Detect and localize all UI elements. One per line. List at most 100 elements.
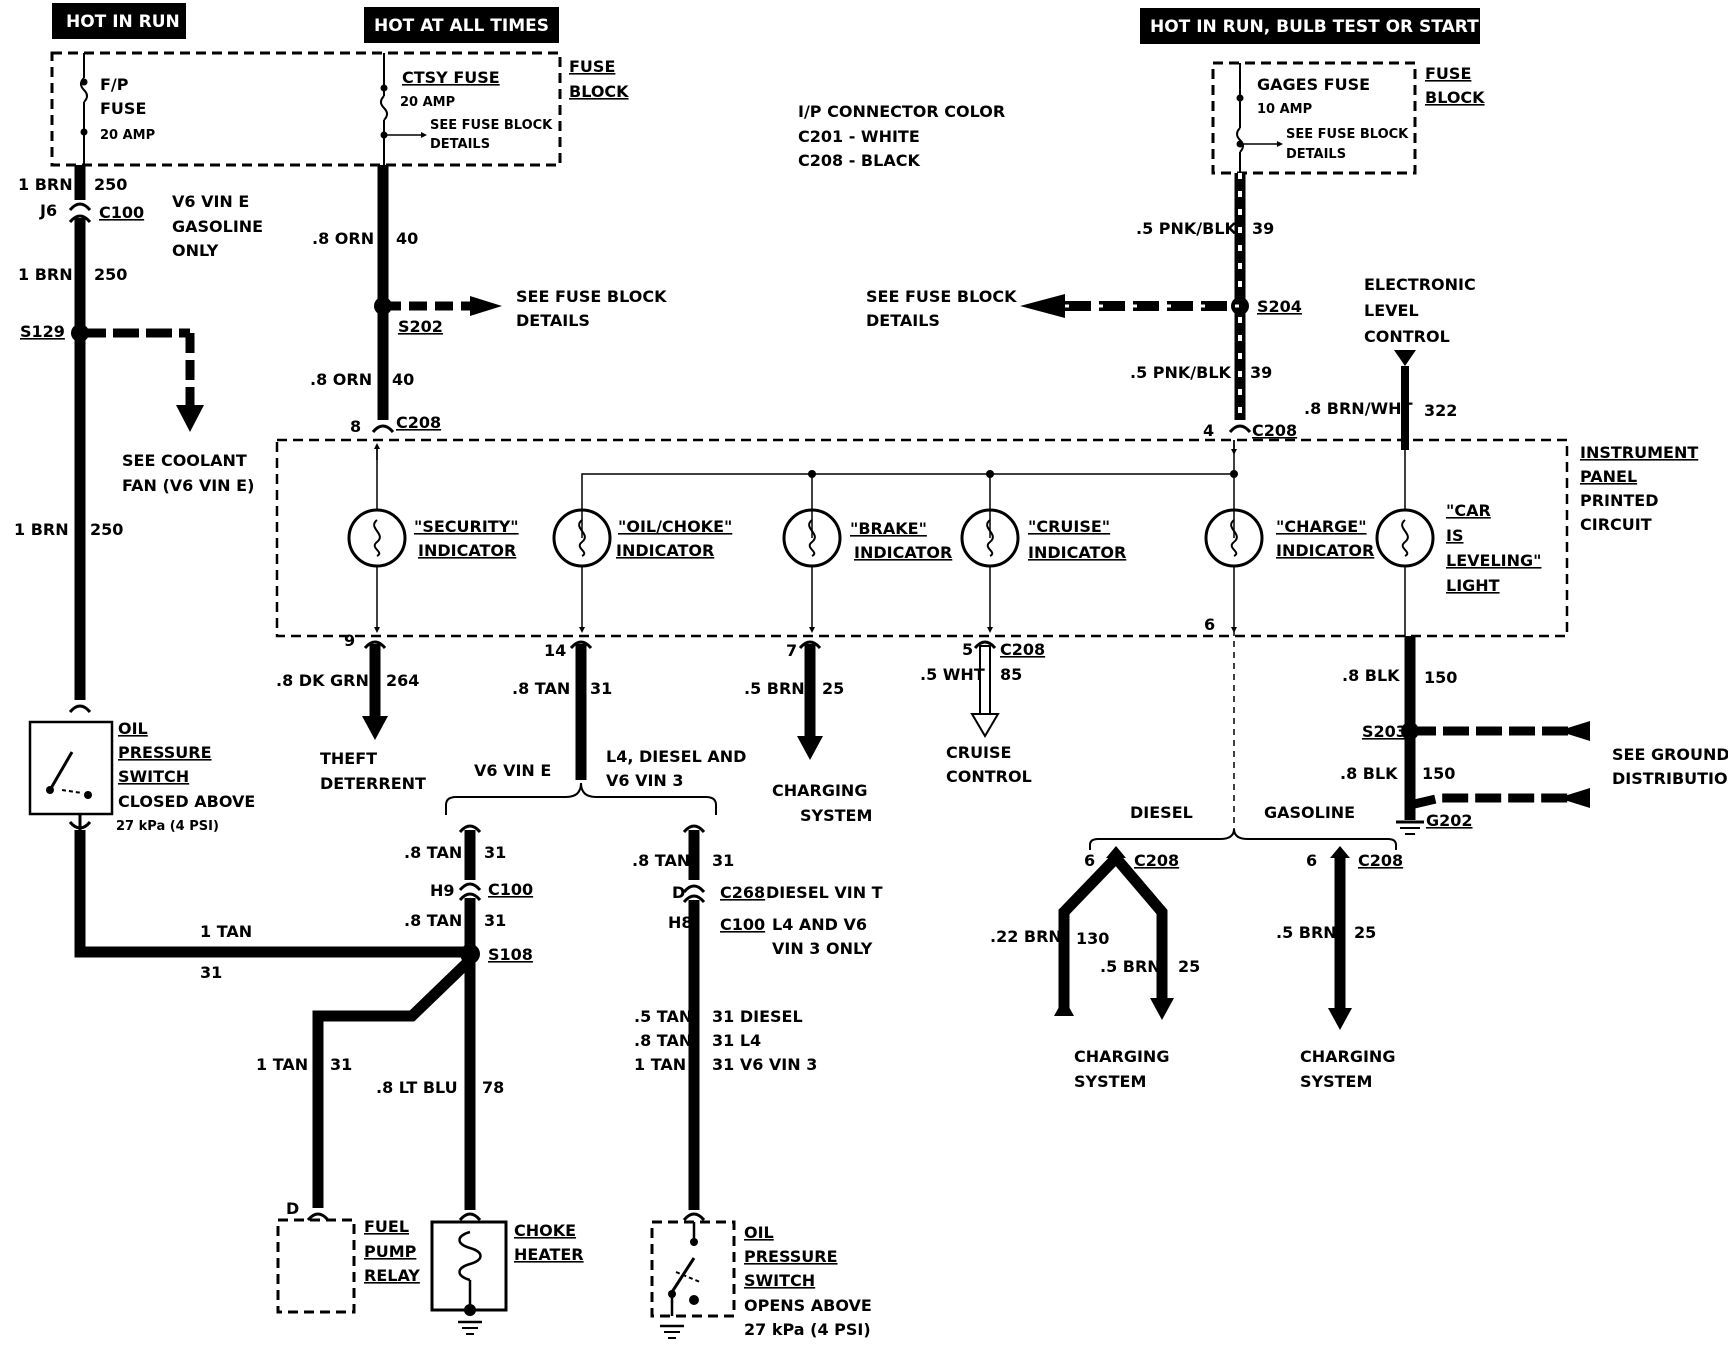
wire-charge-dashed xyxy=(1089,630,1397,850)
security-indicator-label: "SECURITY" xyxy=(414,517,519,536)
pin-label: 5 xyxy=(962,640,973,659)
note-charging: SYSTEM xyxy=(1074,1072,1146,1091)
note-charging: CHARGING xyxy=(1074,1047,1169,1066)
oil-switch-label: OIL xyxy=(118,719,148,738)
splice-label: S129 xyxy=(20,322,65,341)
choke-heater xyxy=(430,1220,508,1316)
note-diesel: DIESEL xyxy=(1130,803,1193,822)
fuel-pump-relay xyxy=(276,1218,356,1314)
pin-label: 6 xyxy=(1204,615,1215,634)
oil-switch-label: PRESSURE xyxy=(118,743,212,762)
oil-switch-label: PRESSURE xyxy=(744,1247,838,1266)
wire-number: 31 xyxy=(200,963,222,982)
splice-label: S202 xyxy=(398,317,443,336)
gages-fuse-amp: 10 AMP xyxy=(1257,102,1312,117)
wire-label: .8 ORN xyxy=(312,229,374,248)
wire-dk-grn-264 xyxy=(362,640,388,740)
wire-number: 40 xyxy=(392,370,414,389)
note-charging: SYSTEM xyxy=(800,806,872,825)
wire-brn-250 xyxy=(68,165,204,714)
note-theft: DETERRENT xyxy=(320,774,426,793)
note-theft: THEFT xyxy=(320,749,377,768)
choke-heater-label: CHOKE xyxy=(514,1221,576,1240)
see-fuse-details: SEE FUSE BLOCK xyxy=(430,118,553,133)
fuse-block-right: FUSE BLOCK GAGES FUSE 10 AMP SEE FUSE BL… xyxy=(1211,61,1485,175)
cruise-indicator-label: "CRUISE" xyxy=(1028,517,1110,536)
oil-choke-indicator-label: INDICATOR xyxy=(616,541,714,560)
connector-label: C100 xyxy=(99,203,144,222)
fuse-block-label: FUSE xyxy=(569,57,615,76)
wire-number: 250 xyxy=(94,175,127,194)
wire-label: .5 PNK/BLK xyxy=(1130,363,1232,382)
see-fuse-details: DETAILS xyxy=(430,137,490,152)
wire-pnk-blk-39 xyxy=(1020,173,1252,434)
wire-label: .5 WHT xyxy=(920,665,985,684)
splice-label: S108 xyxy=(488,945,533,964)
cruise-indicator-label: INDICATOR xyxy=(1028,543,1126,562)
oil-switch-label: CLOSED ABOVE xyxy=(118,792,255,811)
fuse-block-label: BLOCK xyxy=(1425,88,1485,107)
note-v6: GASOLINE xyxy=(172,217,263,236)
note-gasoline: GASOLINE xyxy=(1264,803,1355,822)
wire-label: .8 TAN xyxy=(634,1031,692,1050)
wire-label: .8 BLK xyxy=(1342,666,1400,685)
ground-icon xyxy=(1396,820,1424,835)
car-leveling-label: LEVELING" xyxy=(1446,551,1541,570)
ipc-label: PRINTED xyxy=(1580,491,1659,510)
car-leveling-label: IS xyxy=(1446,526,1463,545)
gages-fuse xyxy=(1236,63,1283,173)
pin-label: 6 xyxy=(1306,851,1317,870)
wire-number: 150 xyxy=(1424,668,1457,687)
wire-label: .8 BLK xyxy=(1340,764,1398,783)
instrument-panel-printed-circuit xyxy=(275,438,1569,638)
ipc-label: CIRCUIT xyxy=(1580,515,1652,534)
pin-label: H8 xyxy=(668,913,693,932)
pin-label: J6 xyxy=(39,201,57,220)
fuse-block-left: FUSE BLOCK F/P FUSE 20 AMP CTSY FUSE 20 … xyxy=(50,51,629,167)
banner-hot-at-all-times: HOT AT ALL TIMES xyxy=(364,7,559,43)
wire-label: .8 TAN xyxy=(512,679,570,698)
wire-brn-wht-322 xyxy=(1394,350,1416,450)
note-elc: CONTROL xyxy=(1364,327,1450,346)
note-l4d: V6 VIN 3 xyxy=(606,771,684,790)
see-fuse-details: DETAILS xyxy=(1286,147,1346,162)
charge-indicator-bulb-icon xyxy=(1204,508,1264,633)
note-ground: SEE GROUND xyxy=(1612,745,1728,764)
connector-label: C208 xyxy=(1252,421,1297,440)
note-fuse-details: DETAILS xyxy=(866,311,940,330)
wire-number: 322 xyxy=(1424,401,1457,420)
wire-label: .8 TAN xyxy=(404,911,462,930)
wire-label: .5 PNK/BLK xyxy=(1136,219,1238,238)
ipc-label: PANEL xyxy=(1580,467,1637,486)
wire-number: 31 xyxy=(712,851,734,870)
note-v6: ONLY xyxy=(172,241,219,260)
wire-number: 25 xyxy=(822,679,844,698)
wire-number: 25 xyxy=(1354,923,1376,942)
wire-number: 250 xyxy=(90,520,123,539)
ground-icon xyxy=(660,1324,684,1339)
wire-label: 1 TAN xyxy=(200,922,252,941)
wire-label: 1 BRN xyxy=(14,520,69,539)
note-l4-v6: L4 AND V6 xyxy=(772,915,867,934)
pin-label: 6 xyxy=(1084,851,1095,870)
wire-number: 39 xyxy=(1252,219,1274,238)
ground-icon xyxy=(458,1320,482,1335)
see-fuse-details: SEE FUSE BLOCK xyxy=(1286,127,1409,142)
wire-label: 1 BRN xyxy=(18,265,73,284)
pin-label: H9 xyxy=(430,881,455,900)
note-charging: SYSTEM xyxy=(1300,1072,1372,1091)
note-cruise: CRUISE xyxy=(946,743,1011,762)
wire-brn-25 xyxy=(797,640,823,760)
ground-label: G202 xyxy=(1426,811,1473,830)
oil-choke-indicator-bulb-icon xyxy=(552,508,612,633)
wire-wht-85 xyxy=(970,640,1000,738)
wire-tan-31-left xyxy=(74,830,470,958)
oil-switch-label: OPENS ABOVE xyxy=(744,1296,872,1315)
wire-tan-31-l4-diesel xyxy=(682,824,706,1222)
note-cruise: CONTROL xyxy=(946,767,1032,786)
fuel-pump-relay-label: RELAY xyxy=(364,1266,420,1285)
wire-label: .8 DK GRN xyxy=(276,671,369,690)
banner-hot-in-run-bulb-text: HOT IN RUN, BULB TEST OR START xyxy=(1150,17,1479,37)
pin-label: D xyxy=(672,883,685,902)
